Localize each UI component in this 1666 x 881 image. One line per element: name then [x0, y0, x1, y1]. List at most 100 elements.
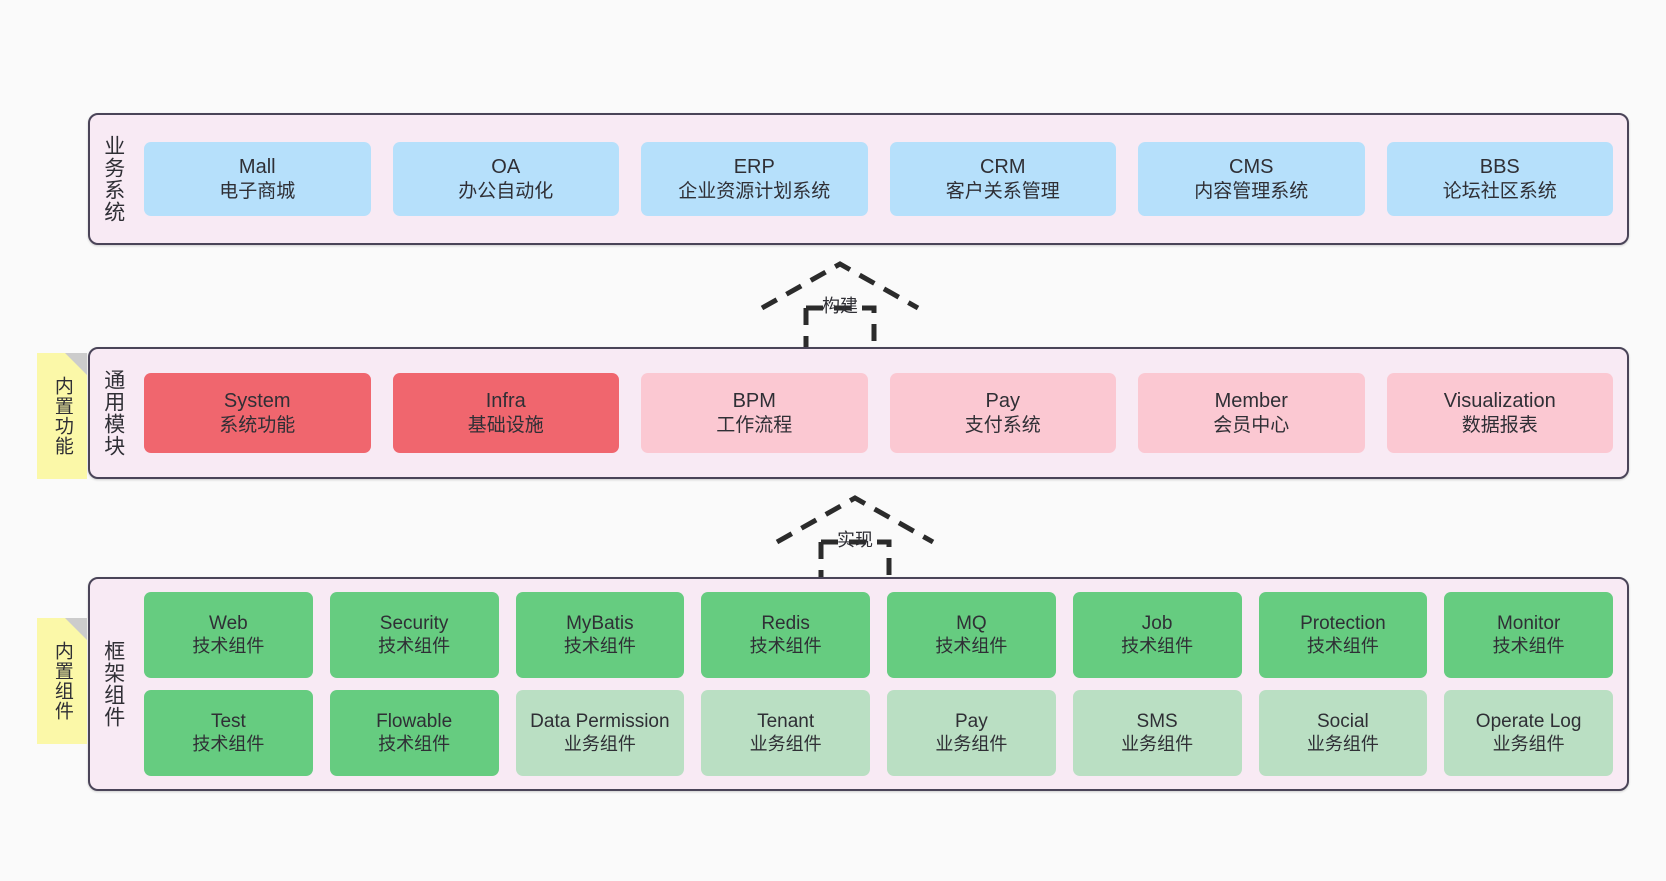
card-mq[interactable]: MQ 技术组件	[887, 592, 1056, 678]
layer-title-modules: 通用模块	[101, 369, 125, 457]
layer-body-modules: System 系统功能 Infra 基础设施 BPM 工作流程 Pay 支付系统…	[136, 349, 1627, 477]
card-title-cn: 办公自动化	[458, 180, 554, 202]
card-pay[interactable]: Pay 支付系统	[889, 373, 1116, 453]
card-title-cn: 技术组件	[1492, 635, 1565, 656]
sticky-note-builtin-components: 内置组件	[37, 618, 87, 744]
card-title-en: BBS	[1479, 156, 1520, 179]
card-title-en: Redis	[761, 613, 810, 635]
card-title-cn: 技术组件	[378, 635, 451, 656]
card-row: Mall 电子商城 OA 办公自动化 ERP 企业资源计划系统 CRM 客户关系…	[144, 142, 1613, 216]
card-title-cn: 工作流程	[716, 414, 793, 436]
card-title-en: MyBatis	[566, 613, 634, 635]
card-title-en: CRM	[979, 156, 1026, 179]
card-title-en: OA	[491, 156, 521, 179]
card-system[interactable]: System 系统功能	[144, 373, 371, 453]
card-title-cn: 业务组件	[1121, 733, 1194, 754]
card-sms[interactable]: SMS 业务组件	[1072, 690, 1242, 776]
card-title-cn: 业务组件	[1492, 733, 1565, 754]
card-mall[interactable]: Mall 电子商城	[144, 142, 371, 216]
card-social[interactable]: Social 业务组件	[1258, 690, 1428, 776]
card-bbs[interactable]: BBS 论坛社区系统	[1386, 142, 1613, 216]
card-title-en: Social	[1317, 711, 1369, 733]
card-security[interactable]: Security 技术组件	[329, 592, 499, 678]
card-oa[interactable]: OA 办公自动化	[392, 142, 619, 216]
card-monitor[interactable]: Monitor 技术组件	[1444, 592, 1613, 678]
layer-title-framework: 框架组件	[101, 640, 125, 728]
card-row: Web 技术组件 Security 技术组件 MyBatis 技术组件 Redi…	[144, 592, 1613, 678]
layer-title-business: 业务系统	[101, 135, 125, 223]
card-visualization[interactable]: Visualization 数据报表	[1386, 373, 1613, 453]
card-title-cn: 企业资源计划系统	[678, 180, 831, 202]
card-crm[interactable]: CRM 客户关系管理	[889, 142, 1116, 216]
card-row: System 系统功能 Infra 基础设施 BPM 工作流程 Pay 支付系统…	[144, 373, 1613, 453]
card-title-cn: 技术组件	[749, 635, 822, 656]
connector-label-build: 构建	[822, 296, 858, 316]
card-redis[interactable]: Redis 技术组件	[701, 592, 870, 678]
card-title-en: Infra	[485, 390, 526, 413]
card-infra[interactable]: Infra 基础设施	[392, 373, 619, 453]
layer-framework-components: 框架组件 Web 技术组件 Security 技术组件 MyBatis 技术组件…	[88, 577, 1629, 791]
layer-common-modules: 通用模块 System 系统功能 Infra 基础设施 BPM 工作流程 Pay…	[88, 347, 1629, 479]
card-tenant[interactable]: Tenant 业务组件	[701, 690, 870, 776]
card-title-cn: 技术组件	[192, 733, 265, 754]
sticky-note-builtin-features: 内置功能	[37, 353, 87, 479]
card-title-cn: 技术组件	[378, 733, 451, 754]
card-web[interactable]: Web 技术组件	[144, 592, 313, 678]
card-title-en: Data Permission	[530, 711, 670, 733]
card-title-cn: 内容管理系统	[1194, 180, 1309, 202]
card-title-en: Mall	[238, 156, 276, 179]
connector-realize: 实现	[765, 490, 945, 582]
card-protection[interactable]: Protection 技术组件	[1258, 592, 1428, 678]
card-flowable[interactable]: Flowable 技术组件	[329, 690, 499, 776]
layer-business-systems: 业务系统 Mall 电子商城 OA 办公自动化 ERP 企业资源计划系统 CRM…	[88, 113, 1629, 245]
card-title-cn: 业务组件	[749, 733, 822, 754]
card-title-cn: 会员中心	[1213, 414, 1290, 436]
generalization-arrow-up-icon	[760, 261, 920, 348]
card-title-en: Job	[1141, 613, 1173, 635]
card-title-cn: 客户关系管理	[945, 180, 1060, 202]
card-title-cn: 电子商城	[219, 180, 296, 202]
connector-label-realize: 实现	[837, 530, 873, 550]
card-title-en: Tenant	[757, 711, 815, 733]
card-operate-log[interactable]: Operate Log 业务组件	[1444, 690, 1613, 776]
card-erp[interactable]: ERP 企业资源计划系统	[641, 142, 868, 216]
card-title-en: Member	[1214, 390, 1288, 413]
card-title-en: Visualization	[1443, 390, 1556, 413]
card-title-en: ERP	[733, 156, 775, 179]
card-title-cn: 基础设施	[467, 414, 544, 436]
card-title-en: Security	[379, 613, 449, 635]
card-bpm[interactable]: BPM 工作流程	[641, 373, 868, 453]
card-title-cn: 业务组件	[1306, 733, 1379, 754]
card-title-en: Operate Log	[1475, 711, 1582, 733]
card-title-en: Pay	[955, 711, 988, 733]
card-title-cn: 业务组件	[563, 733, 636, 754]
card-title-cn: 技术组件	[935, 635, 1008, 656]
card-title-cn: 论坛社区系统	[1442, 180, 1557, 202]
card-title-cn: 支付系统	[964, 414, 1041, 436]
card-mybatis[interactable]: MyBatis 技术组件	[515, 592, 685, 678]
card-title-en: Flowable	[376, 711, 453, 733]
card-title-cn: 技术组件	[192, 635, 265, 656]
generalization-arrow-up-icon	[775, 495, 935, 582]
card-title-en: Web	[209, 613, 248, 635]
card-title-en: System	[223, 390, 291, 413]
card-member[interactable]: Member 会员中心	[1138, 373, 1365, 453]
card-row: Test 技术组件 Flowable 技术组件 Data Permission …	[144, 690, 1613, 776]
layer-body-business: Mall 电子商城 OA 办公自动化 ERP 企业资源计划系统 CRM 客户关系…	[136, 115, 1627, 243]
card-title-en: MQ	[956, 613, 987, 635]
card-pay-business[interactable]: Pay 业务组件	[887, 690, 1056, 776]
card-title-cn: 技术组件	[563, 635, 636, 656]
card-title-cn: 系统功能	[219, 414, 296, 436]
card-title-cn: 数据报表	[1461, 414, 1538, 436]
card-cms[interactable]: CMS 内容管理系统	[1138, 142, 1365, 216]
card-title-cn: 业务组件	[935, 733, 1008, 754]
card-title-en: SMS	[1136, 711, 1178, 733]
card-title-cn: 技术组件	[1306, 635, 1379, 656]
card-data-permission[interactable]: Data Permission 业务组件	[515, 690, 685, 776]
card-title-cn: 技术组件	[1121, 635, 1194, 656]
card-title-en: Pay	[985, 390, 1020, 413]
card-test[interactable]: Test 技术组件	[144, 690, 313, 776]
card-job[interactable]: Job 技术组件	[1072, 592, 1242, 678]
connector-build: 构建	[750, 256, 930, 348]
card-title-en: CMS	[1229, 156, 1274, 179]
